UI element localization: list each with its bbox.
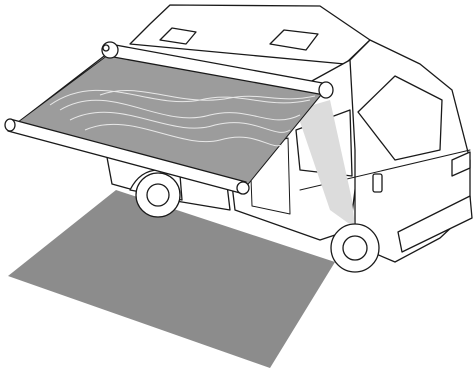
side-mirror <box>373 174 382 192</box>
lead-bar-end-cap <box>103 45 109 51</box>
rear-wheel <box>136 173 180 217</box>
front-wheel <box>331 224 379 272</box>
